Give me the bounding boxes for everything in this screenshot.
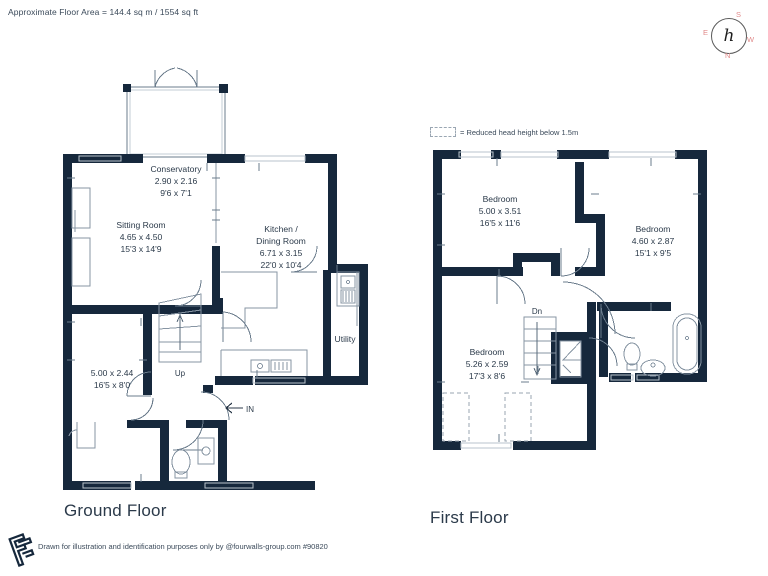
fourwalls-logo — [4, 530, 38, 570]
stair-down-label: Dn — [532, 307, 542, 316]
room-dim-imperial-kitchen: 22'0 x 10'4 — [260, 260, 301, 270]
first-floor-plan: Dn — [425, 142, 715, 462]
compass-monogram: h — [723, 26, 735, 46]
first-floor-title: First Floor — [430, 508, 509, 527]
legend-label: = Reduced head height below 1.5m — [460, 127, 579, 137]
room-label-kitchen: Kitchen / — [264, 224, 298, 234]
room-dim-imperial-bedroom-3: 17'3 x 8'6 — [469, 371, 505, 381]
room-dim-imperial-sitting-room: 15'3 x 14'9 — [120, 244, 161, 254]
ground-floor-title: Ground Floor — [64, 501, 167, 520]
compass-rose: h S E W N — [703, 10, 755, 62]
room-dim-imperial-conservatory: 9'6 x 7'1 — [160, 188, 192, 198]
compass-label-west: W — [747, 35, 755, 44]
room-dim-metric-bedroom-2: 4.60 x 2.87 — [632, 236, 675, 246]
room-dim-metric-sitting-room: 4.65 x 4.50 — [120, 232, 163, 242]
room-dim-imperial-bedroom-1: 16'5 x 11'6 — [480, 218, 521, 228]
legend-swatch-dashed — [430, 127, 456, 137]
room-dim-metric-bedroom-1: 5.00 x 3.51 — [479, 206, 522, 216]
room-dim-metric-rear-room: 5.00 x 2.44 — [91, 368, 134, 378]
room-dim-imperial-bedroom-2: 15'1 x 9'5 — [635, 248, 671, 258]
room-label-conservatory: Conservatory — [150, 164, 202, 174]
approximate-floor-area-note: Approximate Floor Area = 144.4 sq m / 15… — [8, 7, 199, 17]
room-dim-metric-conservatory: 2.90 x 2.16 — [155, 176, 198, 186]
entrance-in-label: IN — [246, 405, 254, 414]
room-dim-metric-bedroom-3: 5.26 x 2.59 — [466, 359, 509, 369]
compass-label-north: N — [725, 51, 731, 60]
room-label-utility: Utility — [334, 334, 356, 344]
ground-floor-plan: Up IN — [55, 60, 400, 490]
disclaimer-text: Drawn for illustration and identificatio… — [38, 542, 328, 551]
room-label-sitting-room: Sitting Room — [116, 220, 165, 230]
reduced-head-height-legend: = Reduced head height below 1.5m — [430, 127, 578, 137]
compass-label-east: E — [703, 28, 709, 37]
room-dim-metric-kitchen: 6.71 x 3.15 — [260, 248, 303, 258]
room-label-bedroom-3: Bedroom — [470, 347, 505, 357]
room-label-dining-room: Dining Room — [256, 236, 306, 246]
stair-up-label: Up — [175, 369, 186, 378]
room-label-bedroom-1: Bedroom — [483, 194, 518, 204]
compass-label-south: S — [736, 10, 742, 19]
room-label-bedroom-2: Bedroom — [636, 224, 671, 234]
room-dim-imperial-rear-room: 16'5 x 8'0 — [94, 380, 130, 390]
compass-ring — [711, 18, 747, 54]
